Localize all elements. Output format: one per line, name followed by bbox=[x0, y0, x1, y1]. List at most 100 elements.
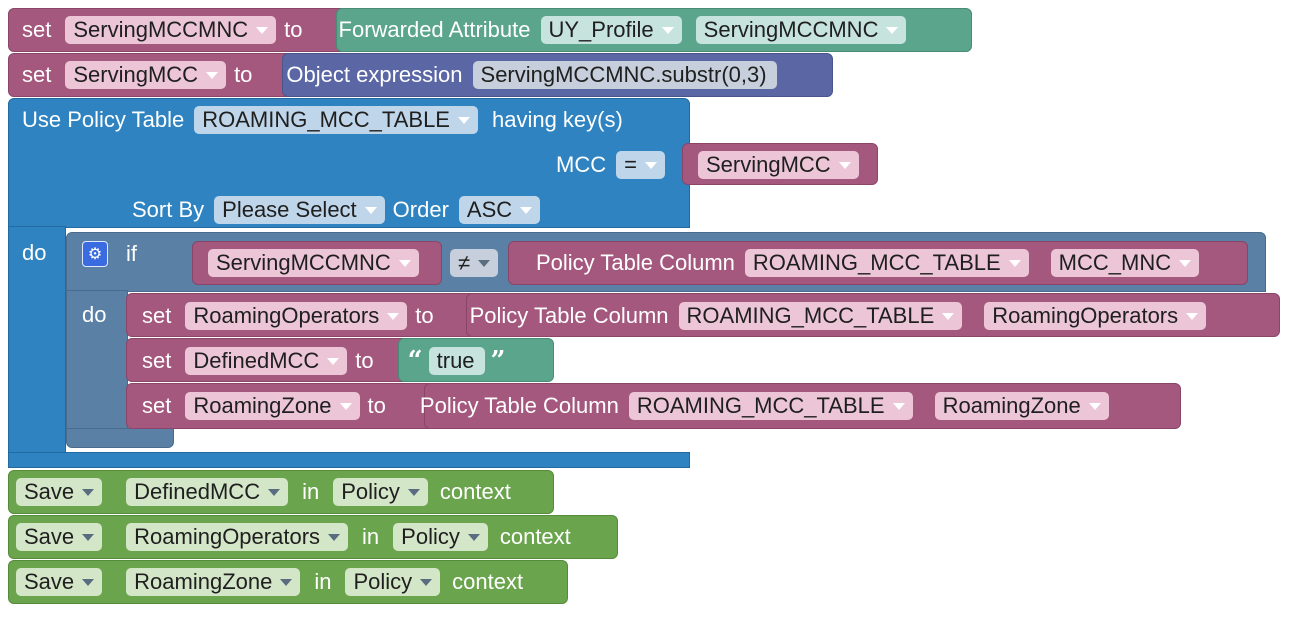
policy-table-column-label: Policy Table Column bbox=[469, 303, 669, 328]
column-dropdown[interactable]: RoamingOperators bbox=[984, 302, 1207, 330]
chevron-down-icon bbox=[892, 402, 905, 410]
chevron-down-icon bbox=[82, 533, 95, 541]
chevron-down-icon bbox=[1179, 259, 1192, 267]
having-keys-label: having key(s) bbox=[491, 107, 623, 132]
save-scope-dropdown[interactable]: Policy bbox=[345, 568, 441, 596]
chevron-down-icon bbox=[420, 578, 433, 586]
variable-name: RoamingZone bbox=[193, 393, 332, 418]
table-dropdown[interactable]: ROAMING_MCC_TABLE bbox=[194, 106, 478, 134]
table-name: ROAMING_MCC_TABLE bbox=[636, 393, 885, 418]
chevron-down-icon bbox=[644, 161, 657, 169]
rhs-column-dropdown[interactable]: MCC_MNC bbox=[1050, 249, 1200, 277]
chevron-down-icon bbox=[82, 578, 95, 586]
chevron-down-icon bbox=[398, 259, 411, 267]
chevron-down-icon bbox=[339, 402, 352, 410]
save-variable-dropdown[interactable]: DefinedMCC bbox=[126, 478, 289, 506]
context-keyword: context bbox=[452, 569, 524, 594]
order-value: ASC bbox=[466, 197, 513, 222]
expression-field[interactable]: ServingMCCMNC.substr(0,3) bbox=[472, 61, 777, 89]
set-keyword: set bbox=[22, 17, 52, 42]
profile-dropdown[interactable]: UY_Profile bbox=[540, 16, 682, 44]
chevron-down-icon bbox=[467, 533, 480, 541]
to-keyword: to bbox=[234, 62, 253, 87]
chevron-down-icon bbox=[82, 488, 95, 496]
policy-table-do-spine bbox=[8, 226, 66, 456]
set-keyword: set bbox=[142, 303, 172, 328]
save-scope: Policy bbox=[353, 569, 413, 594]
to-keyword: to bbox=[415, 303, 434, 328]
policy-table-do-label: do bbox=[22, 240, 47, 265]
chevron-down-icon bbox=[457, 116, 470, 124]
open-quote-icon: “ bbox=[407, 346, 423, 376]
key-value-name: ServingMCC bbox=[706, 152, 831, 177]
chevron-down-icon bbox=[328, 533, 341, 541]
key-value-dropdown[interactable]: ServingMCC bbox=[698, 151, 859, 179]
chevron-down-icon bbox=[364, 206, 377, 214]
sort-by-value: Please Select bbox=[222, 197, 357, 222]
column-dropdown[interactable]: RoamingZone bbox=[934, 392, 1109, 420]
condition-lhs-name: ServingMCCMNC bbox=[216, 250, 391, 275]
key-name-label: MCC bbox=[556, 152, 607, 177]
object-expression-label: Object expression bbox=[286, 62, 463, 87]
chevron-down-icon bbox=[327, 357, 340, 365]
chevron-down-icon bbox=[661, 26, 674, 34]
order-dropdown[interactable]: ASC bbox=[458, 196, 541, 224]
column-name: RoamingOperators bbox=[992, 303, 1179, 328]
chevron-down-icon bbox=[268, 488, 281, 496]
save-action-dropdown[interactable]: Save bbox=[16, 478, 103, 506]
chevron-down-icon bbox=[387, 312, 400, 320]
chevron-down-icon bbox=[838, 161, 851, 169]
chevron-down-icon bbox=[1008, 259, 1021, 267]
order-label: Order bbox=[392, 197, 449, 222]
in-keyword: in bbox=[362, 524, 380, 549]
text-value-field[interactable]: true bbox=[428, 347, 485, 375]
variable-dropdown[interactable]: ServingMCCMNC bbox=[65, 16, 277, 44]
variable-dropdown[interactable]: DefinedMCC bbox=[185, 347, 348, 375]
key-operator: = bbox=[624, 152, 637, 177]
expression-text: ServingMCCMNC.substr(0,3) bbox=[480, 62, 767, 87]
variable-name: RoamingOperators bbox=[193, 303, 380, 328]
save-variable-dropdown[interactable]: RoamingOperators bbox=[126, 523, 349, 551]
chevron-down-icon bbox=[280, 578, 293, 586]
if-footer bbox=[66, 428, 174, 448]
to-keyword: to bbox=[355, 348, 374, 373]
table-dropdown[interactable]: ROAMING_MCC_TABLE bbox=[678, 302, 963, 330]
variable-name: DefinedMCC bbox=[193, 348, 320, 373]
attribute-name: ServingMCCMNC bbox=[703, 17, 879, 42]
gear-icon[interactable]: ⚙ bbox=[82, 241, 108, 267]
save-action: Save bbox=[24, 569, 75, 594]
rhs-table-dropdown[interactable]: ROAMING_MCC_TABLE bbox=[744, 249, 1029, 277]
variable-dropdown[interactable]: ServingMCC bbox=[65, 61, 227, 89]
save-action-dropdown[interactable]: Save bbox=[16, 523, 103, 551]
text-value: true bbox=[436, 348, 475, 373]
to-keyword: to bbox=[284, 17, 303, 42]
table-dropdown[interactable]: ROAMING_MCC_TABLE bbox=[628, 392, 913, 420]
profile-name: UY_Profile bbox=[548, 17, 654, 42]
close-quote-icon: ” bbox=[490, 346, 506, 376]
column-name: RoamingZone bbox=[942, 393, 1081, 418]
save-scope-dropdown[interactable]: Policy bbox=[393, 523, 488, 551]
in-keyword: in bbox=[314, 569, 332, 594]
save-action-dropdown[interactable]: Save bbox=[16, 568, 103, 596]
policy-table-column-label: Policy Table Column bbox=[536, 250, 735, 275]
save-scope: Policy bbox=[401, 524, 460, 549]
chevron-down-icon bbox=[1186, 312, 1199, 320]
save-variable-dropdown[interactable]: RoamingZone bbox=[126, 568, 301, 596]
condition-lhs-dropdown[interactable]: ServingMCCMNC bbox=[208, 249, 419, 277]
in-keyword: in bbox=[302, 479, 320, 504]
key-operator-dropdown[interactable]: = bbox=[616, 151, 665, 179]
chevron-down-icon bbox=[407, 488, 420, 496]
policy-table-label: Use Policy Table bbox=[22, 107, 185, 132]
attribute-dropdown[interactable]: ServingMCCMNC bbox=[695, 16, 907, 44]
variable-name: ServingMCCMNC bbox=[73, 17, 249, 42]
rhs-table-name: ROAMING_MCC_TABLE bbox=[752, 250, 1001, 275]
save-action: Save bbox=[24, 524, 75, 549]
variable-dropdown[interactable]: RoamingZone bbox=[185, 392, 360, 420]
comparison-operator-dropdown[interactable]: ≠ bbox=[450, 249, 499, 277]
save-scope-dropdown[interactable]: Policy bbox=[333, 478, 428, 506]
if-keyword: if bbox=[126, 241, 137, 266]
sort-by-dropdown[interactable]: Please Select bbox=[214, 196, 385, 224]
chevron-down-icon bbox=[942, 312, 955, 320]
variable-dropdown[interactable]: RoamingOperators bbox=[185, 302, 408, 330]
save-variable: RoamingOperators bbox=[134, 524, 321, 549]
